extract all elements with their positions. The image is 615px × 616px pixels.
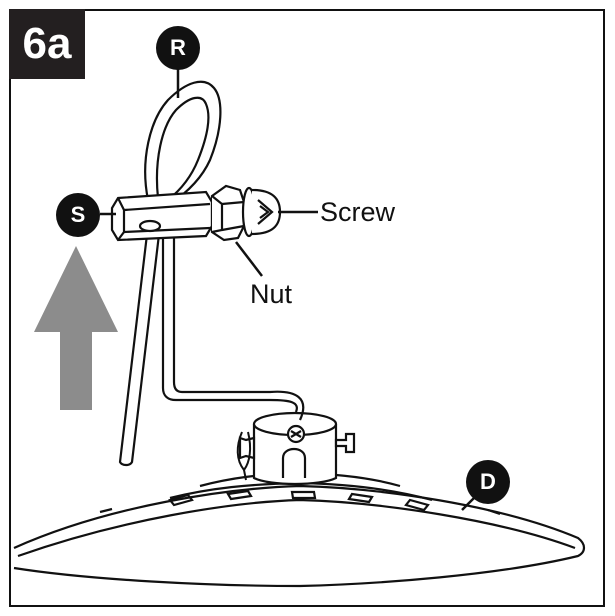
up-arrow-icon bbox=[34, 246, 118, 410]
cotter-pin bbox=[236, 431, 252, 481]
hanger-stem bbox=[118, 224, 162, 467]
callout-d: D bbox=[466, 460, 510, 504]
screw-head bbox=[241, 186, 282, 238]
wire-hanger bbox=[144, 80, 305, 421]
nut-leader-line bbox=[235, 241, 263, 277]
callout-s: S bbox=[56, 193, 100, 237]
nut-label: Nut bbox=[250, 279, 293, 309]
diagram-border bbox=[9, 9, 605, 607]
screw-label: Screw bbox=[320, 197, 396, 227]
step-label: 6a bbox=[9, 9, 85, 79]
coupling-nut bbox=[110, 190, 214, 242]
socket-cup bbox=[238, 411, 356, 486]
hex-nut bbox=[210, 184, 246, 242]
callout-r: R bbox=[156, 26, 200, 70]
fixture-dish bbox=[13, 471, 586, 588]
d-leader-line bbox=[461, 497, 475, 511]
